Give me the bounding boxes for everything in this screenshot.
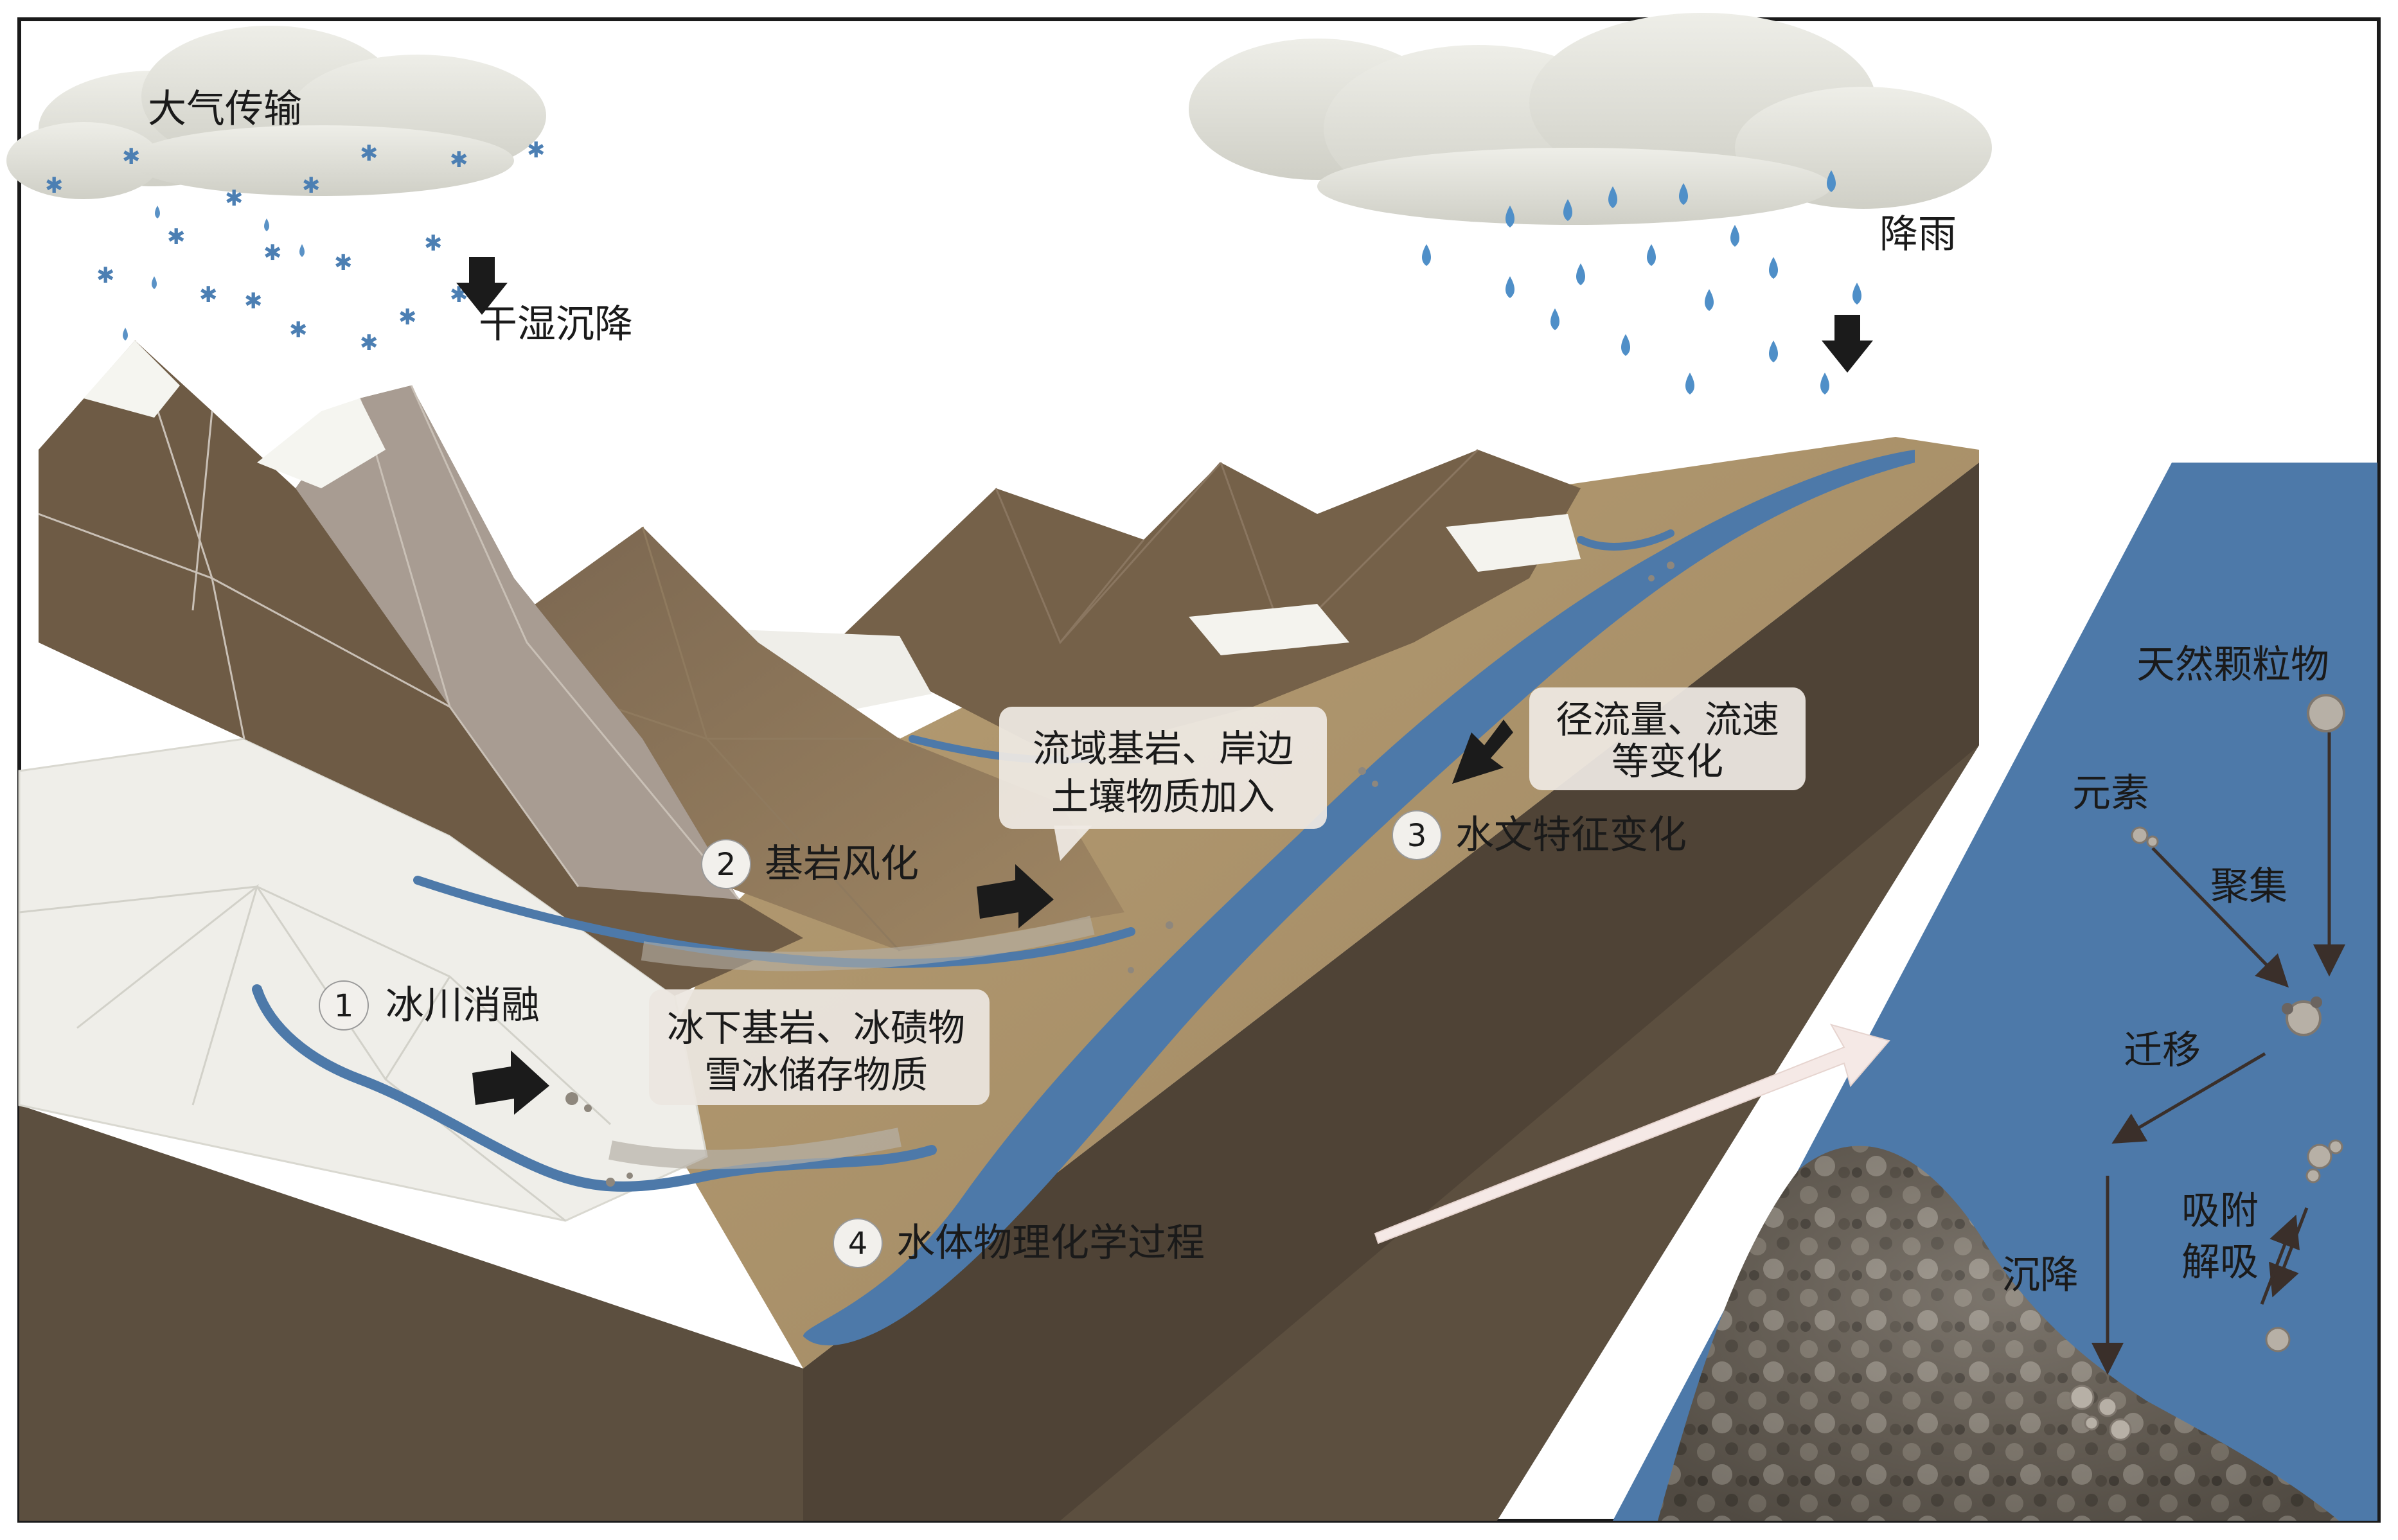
sediment-rock-shade xyxy=(1658,1146,2339,1521)
label-wet-dry-deposition: 干湿沉降 xyxy=(479,302,633,347)
svg-text:✱: ✱ xyxy=(527,137,546,163)
label-settling: 沉降 xyxy=(2002,1253,2079,1298)
soil-surface xyxy=(643,437,1979,1368)
mountain-back xyxy=(835,450,1581,758)
callout-subglacial-line2: 雪冰储存物质 xyxy=(704,1053,928,1097)
mountain-left-facets xyxy=(38,340,740,900)
snowfield-facets xyxy=(19,883,612,1222)
label-physchem-process: 水体物理化学过程 xyxy=(896,1221,1205,1266)
arrow-down-rain xyxy=(1822,315,1873,373)
sediment-band-lower xyxy=(608,1128,901,1169)
label-migration: 迁移 xyxy=(2124,1028,2201,1073)
svg-text:✱: ✱ xyxy=(225,186,244,211)
label-aggregation: 聚集 xyxy=(2210,864,2287,909)
label-desorption: 解吸 xyxy=(2181,1240,2259,1285)
callout-subglacial: 冰下基岩、冰碛物 雪冰储存物质 xyxy=(649,989,990,1105)
snow-patch-2 xyxy=(1189,604,1349,655)
svg-text:✱: ✱ xyxy=(244,288,263,314)
landscape-particles xyxy=(565,562,1674,1187)
label-bedrock-weathering: 基岩风化 xyxy=(765,842,919,887)
badge-4: 4 xyxy=(833,1218,883,1268)
arrow-right-glacier xyxy=(472,1050,549,1115)
badge-2: 2 xyxy=(701,839,751,889)
callout-basin-line2: 土壤物质加入 xyxy=(1051,775,1275,819)
callout-basin-line1: 流域基岩、岸边 xyxy=(1033,727,1293,770)
label-hydro-change: 水文特征变化 xyxy=(1455,813,1687,858)
label-element: 元素 xyxy=(2072,771,2149,816)
svg-text:✱: ✱ xyxy=(450,147,468,173)
svg-text:✱: ✱ xyxy=(122,144,141,170)
callout-runoff-line2: 等变化 xyxy=(1612,739,1723,783)
svg-text:✱: ✱ xyxy=(398,305,417,330)
svg-text:✱: ✱ xyxy=(360,141,378,166)
process-arrows xyxy=(2092,732,2345,1375)
callout-subglacial-line1: 冰下基岩、冰碛物 xyxy=(667,1006,965,1050)
badge-1: 1 xyxy=(319,980,369,1031)
svg-text:✱: ✱ xyxy=(96,263,115,288)
badge-1-number: 1 xyxy=(334,988,354,1024)
sediment-band-middle xyxy=(641,916,1095,971)
snowcap-1 xyxy=(84,341,180,418)
svg-text:✱: ✱ xyxy=(424,231,443,256)
callout-runoff-line1: 径流量、流速 xyxy=(1556,698,1779,741)
arrow-down-deposition xyxy=(456,257,508,315)
snow-patch-1 xyxy=(1446,514,1581,572)
cloud-right xyxy=(1189,13,1992,225)
main-river xyxy=(803,450,1915,1346)
label-adsorption: 吸附 xyxy=(2181,1189,2259,1234)
svg-text:✱: ✱ xyxy=(45,173,64,199)
svg-text:✱: ✱ xyxy=(263,240,282,266)
badge-2-number: 2 xyxy=(716,847,736,883)
mountain-left-grey xyxy=(296,385,739,899)
label-natural-particles: 天然颗粒物 xyxy=(2136,642,2329,687)
badge-3-number: 3 xyxy=(1407,818,1427,854)
arrow-right-bedrock xyxy=(977,864,1054,928)
cloud-left xyxy=(6,26,546,199)
svg-text:✱: ✱ xyxy=(302,173,321,199)
svg-text:✱: ✱ xyxy=(360,330,378,356)
raindrops-left xyxy=(123,206,305,341)
ground-front-face xyxy=(19,463,1979,1521)
tributary-back xyxy=(1577,529,1674,551)
svg-text:✱: ✱ xyxy=(199,282,218,308)
label-glacier-melt: 冰川消融 xyxy=(386,983,540,1028)
svg-text:✱: ✱ xyxy=(334,250,353,276)
raindrops-right xyxy=(1422,170,1861,497)
callout-runoff: 径流量、流速 等变化 xyxy=(1529,687,1806,790)
transfer-arrow xyxy=(1374,1023,1890,1244)
svg-text:✱: ✱ xyxy=(167,224,186,250)
snowflake-group: ✱✱✱ ✱✱✱ ✱✱✱ ✱✱✱ ✱✱✱ ✱✱✱ xyxy=(45,137,546,356)
label-atmos-transport: 大气传输 xyxy=(148,87,302,132)
particle-cluster xyxy=(2069,694,2345,1441)
snowcap-2 xyxy=(257,398,386,488)
svg-text:✱: ✱ xyxy=(289,317,308,343)
callout-basin: 流域基岩、岸边 土壤物质加入 xyxy=(999,707,1327,861)
badge-3: 3 xyxy=(1392,810,1442,860)
glacier-stream xyxy=(252,984,937,1192)
arrow-left-runoff xyxy=(1452,720,1513,784)
badge-4-number: 4 xyxy=(848,1226,868,1262)
label-rain: 降雨 xyxy=(1879,212,1957,257)
